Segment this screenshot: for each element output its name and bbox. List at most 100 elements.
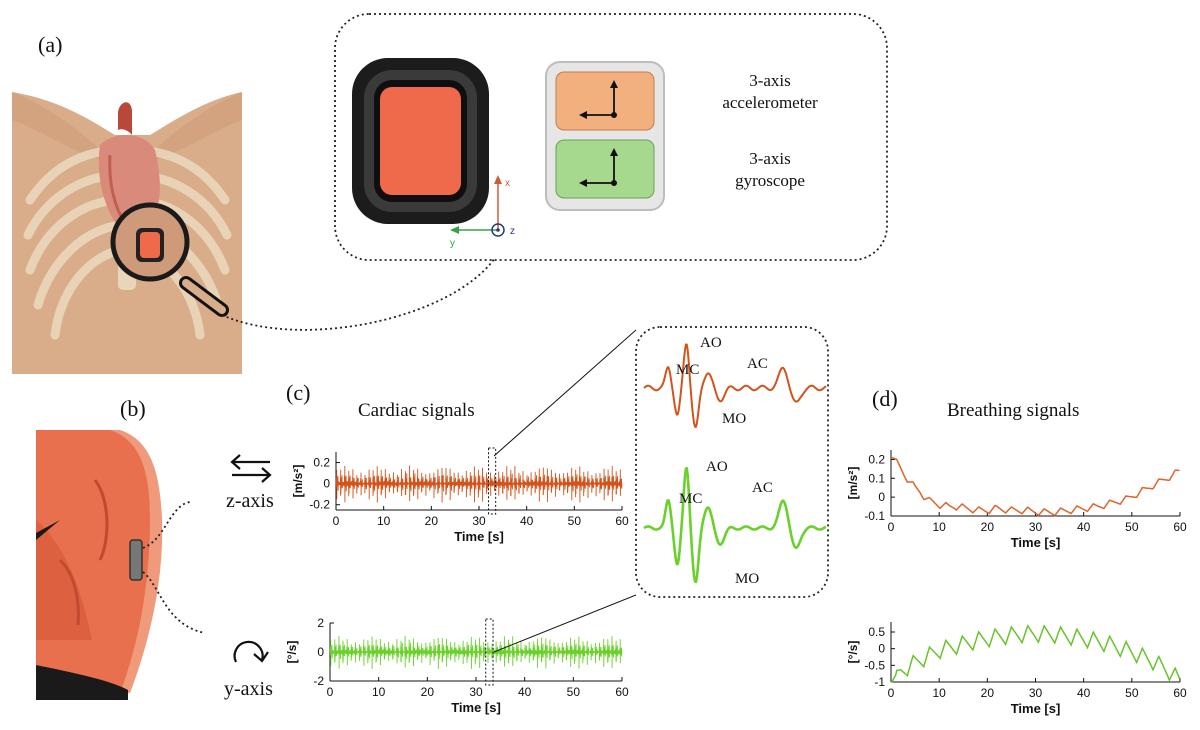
zoom-box <box>635 326 829 598</box>
cardiac-accel-xtick-label: 30 <box>472 514 486 528</box>
breathing-gyro-ytick-label: -0.5 <box>864 658 885 672</box>
cardiac-gyro-xtick-label: 10 <box>372 685 386 699</box>
cardiac-accel-xtick-label: 10 <box>377 514 391 528</box>
zoom-leader-lower <box>493 594 637 653</box>
accel-label-line1: 3-axis <box>749 71 791 90</box>
breathing-accel-xtick-label: 10 <box>932 520 946 534</box>
cardiac-gyro-xtick-label: 0 <box>327 685 334 699</box>
torso-illustration <box>12 80 242 374</box>
cardiac-gyro-ytick-label: 2 <box>317 616 324 630</box>
connector-line-upper <box>142 501 191 549</box>
cardiac-gyro-xlabel: Time [s] <box>451 700 501 715</box>
breathing-accel-xtick-label: 20 <box>981 520 995 534</box>
side-torso-illustration <box>36 430 163 700</box>
breathing-gyro-ytick-label: -1 <box>874 675 885 689</box>
breathing-accel-ylabel: [m/s²] <box>846 467 860 500</box>
cardiac-accel-xtick-label: 40 <box>520 514 534 528</box>
cardiac-accel-ytick-label: 0.2 <box>313 456 330 470</box>
cardiac-gyro-series-line <box>329 635 623 669</box>
zoom-gyro-line <box>643 467 827 584</box>
zoom-accel-ao: AO <box>700 335 722 351</box>
breathing-accel-xtick-label: 50 <box>1125 520 1139 534</box>
gyro-label-line2: gyroscope <box>735 171 805 190</box>
breathing-gyro-xtick-label: 40 <box>1077 686 1091 700</box>
breathing-accel-xtick-label: 30 <box>1029 520 1043 534</box>
zoom-accel-mc: MC <box>676 362 699 378</box>
breathing-accel-ytick-label: 0 <box>878 490 885 504</box>
zoom-gyro-ac: AC <box>752 480 773 496</box>
zoom-accel-mo: MO <box>722 411 746 427</box>
cardiac-gyro-window-marker <box>485 618 494 686</box>
breathing-gyro-ylabel: [°/s] <box>846 641 860 664</box>
imu-chip-icon <box>545 61 665 211</box>
panel-label-c: (c) <box>286 380 310 405</box>
zoom-gyro-waveform <box>643 467 827 584</box>
cardiac-gyro-ytick-label: -2 <box>313 674 324 688</box>
cardiac-accel-window-marker <box>488 447 497 515</box>
cardiac-accel-xtick-label: 60 <box>615 514 629 528</box>
panel-label-d: (d) <box>872 386 898 411</box>
breathing-accel-ytick-label: 0.2 <box>868 452 885 466</box>
breathing-accel-xtick-label: 60 <box>1173 520 1187 534</box>
zoom-gyro-ao: AO <box>706 459 728 475</box>
axis-x-label: x <box>505 178 510 189</box>
breathing-accel-xlabel: Time [s] <box>1011 535 1061 550</box>
sensor-device-icon <box>352 58 489 224</box>
zoom-accel-ac: AC <box>747 356 768 372</box>
breathing-gyro-xlabel: Time [s] <box>1011 701 1061 716</box>
breathing-gyro-xtick-label: 30 <box>1029 686 1043 700</box>
breathing-gyro-ytick-label: 0 <box>878 642 885 656</box>
sensor-detail-box: x y z 3-axis accelerometer 3-axis gyrosc <box>334 13 888 261</box>
cardiac-accel-series-line <box>335 465 623 503</box>
breathing-gyro-xtick-label: 0 <box>888 686 895 700</box>
panel-label-b: (b) <box>120 396 146 421</box>
gyro-label-line1: 3-axis <box>749 149 791 168</box>
axis-y-label: y <box>450 238 455 249</box>
cardiac-gyro-xtick-label: 20 <box>421 685 435 699</box>
cardiac-gyro-xtick-label: 60 <box>615 685 629 699</box>
cardiac-accel-ylabel: [m/s²] <box>291 465 305 498</box>
cardiac-accel-xtick-label: 50 <box>568 514 582 528</box>
breathing-accel-ytick-label: 0.1 <box>868 471 885 485</box>
breathing-gyro-ytick-label: 0.5 <box>868 625 885 639</box>
axis-triad-icon <box>450 175 505 237</box>
breathing-gyro-xtick-label: 10 <box>932 686 946 700</box>
breathing-accel-xtick-label: 0 <box>888 520 895 534</box>
magnifier-icon <box>110 202 229 317</box>
cardiac-accel-ytick-label: 0 <box>323 477 330 491</box>
accel-label-line2: accelerometer <box>722 93 818 112</box>
zoom-accel-line <box>643 343 827 428</box>
z-axis-arrows-icon <box>230 454 272 483</box>
cardiac-gyro-xtick-label: 40 <box>518 685 532 699</box>
cardiac-accel-xtick-label: 0 <box>333 514 340 528</box>
breathing-gyro-xtick-label: 20 <box>981 686 995 700</box>
zoom-gyro-mo: MO <box>735 571 759 587</box>
breathing-gyro-xtick-label: 60 <box>1173 686 1187 700</box>
breathing-accel-series-line <box>890 456 1180 517</box>
y-axis-label: y-axis <box>224 678 273 700</box>
zoom-leader-upper <box>493 329 637 457</box>
cardiac-accel-xtick-label: 20 <box>425 514 439 528</box>
zoom-accel-waveform <box>643 343 827 428</box>
breathing-accel-xtick-label: 40 <box>1077 520 1091 534</box>
cardiac-title: Cardiac signals <box>358 400 475 421</box>
breathing-gyro-xtick-label: 50 <box>1125 686 1139 700</box>
zoom-gyro-mc: MC <box>679 491 702 507</box>
cardiac-gyro-ytick-label: 0 <box>317 645 324 659</box>
cardiac-accel-xlabel: Time [s] <box>454 529 504 544</box>
cardiac-gyro-ylabel: [°/s] <box>285 641 299 664</box>
breathing-title: Breathing signals <box>947 400 1079 421</box>
breathing-gyro-series-line <box>891 624 1181 683</box>
axis-z-label: z <box>510 226 515 237</box>
panel-label-a: (a) <box>38 32 62 57</box>
breathing-accel-ytick-label: -0.1 <box>864 509 885 523</box>
cardiac-gyro-xtick-label: 30 <box>469 685 483 699</box>
rotation-arrow-icon <box>233 640 269 663</box>
z-axis-label: z-axis <box>226 490 274 512</box>
cardiac-accel-ytick-label: -0.2 <box>309 498 330 512</box>
